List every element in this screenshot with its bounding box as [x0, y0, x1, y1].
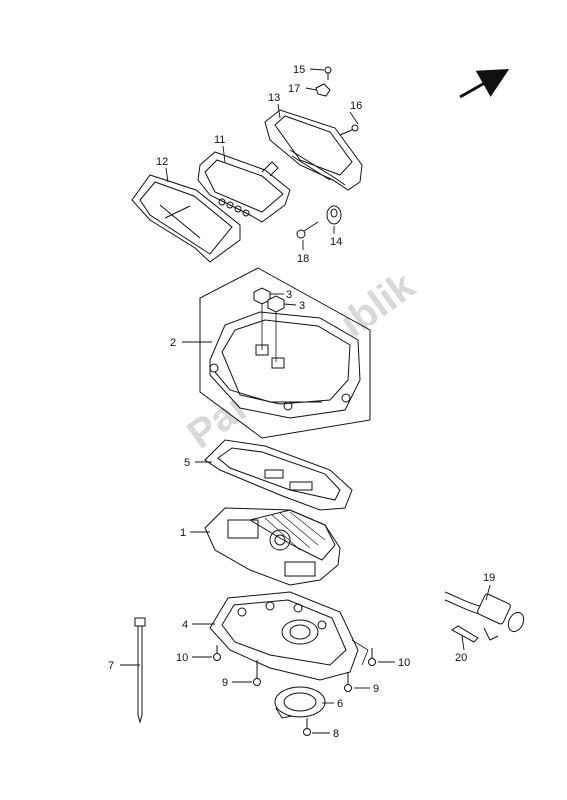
callout-8: 8	[333, 728, 339, 740]
callout-4: 4	[182, 619, 188, 631]
callout-14: 14	[330, 236, 342, 248]
callout-labels: 15 17 16 13 11 12 14 18 3 3 2 5 1 4 7 10…	[108, 64, 495, 740]
callout-12: 12	[156, 156, 168, 168]
cable-tie-part-7	[134, 617, 146, 724]
callout-10-right: 10	[398, 657, 410, 669]
screw-part-16	[339, 124, 359, 136]
callout-3a: 3	[286, 289, 292, 301]
screw-part-10-right	[368, 648, 376, 666]
callout-6: 6	[337, 698, 343, 710]
screw-part-18	[296, 221, 319, 239]
meter-lens-part-12	[131, 174, 241, 263]
clip-part-17	[315, 83, 331, 97]
rubber-part-3	[253, 287, 285, 362]
callout-13: 13	[268, 92, 280, 104]
grommet-part-6	[274, 686, 326, 719]
sensor-part-19	[444, 591, 525, 641]
callout-9-right: 9	[373, 683, 379, 695]
bolt-part-20	[451, 625, 479, 643]
grommet-part-14	[326, 205, 342, 225]
screw-part-15	[324, 66, 332, 80]
screw-part-10-left	[213, 645, 221, 661]
screw-part-8	[303, 718, 311, 736]
callout-10-left: 10	[176, 652, 188, 664]
direction-arrow-icon	[459, 69, 510, 99]
callout-9-left: 9	[222, 677, 228, 689]
meter-assembly-part-1	[204, 507, 341, 586]
callout-5: 5	[184, 457, 190, 469]
meter-panel-part-5	[204, 439, 353, 511]
meter-bracket-part-13	[264, 109, 363, 191]
screw-part-9-right	[344, 672, 352, 692]
callout-17: 17	[288, 83, 300, 95]
meter-upper-case-part-2	[199, 267, 371, 439]
callout-18: 18	[297, 253, 309, 265]
callout-11: 11	[214, 134, 225, 146]
callout-7: 7	[108, 660, 114, 672]
screw-part-9-left	[253, 660, 261, 686]
callout-3b: 3	[299, 300, 305, 312]
leader-lines	[120, 68, 491, 734]
callout-20: 20	[455, 652, 467, 664]
meter-lower-case-part-4	[209, 591, 369, 681]
meter-inner-case-part-11	[197, 151, 291, 223]
callout-19: 19	[483, 572, 495, 584]
callout-15: 15	[293, 64, 305, 76]
callout-2: 2	[170, 337, 176, 349]
callout-1: 1	[180, 527, 186, 539]
callout-16: 16	[350, 100, 362, 112]
